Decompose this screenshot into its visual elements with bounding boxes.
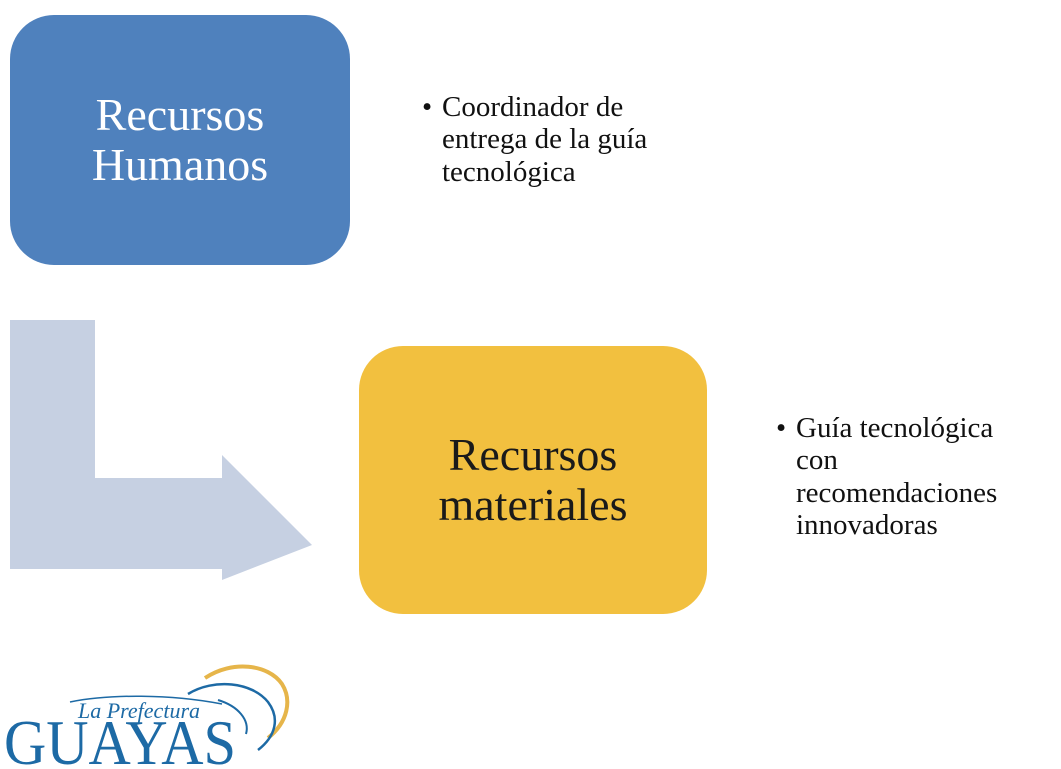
bullet-line: Guía tecnológica — [796, 412, 994, 444]
material-resources-title-line: Recursos — [448, 429, 618, 481]
human-resources-box: Recursos Humanos — [10, 15, 350, 265]
bullet-line: Coordinador de — [442, 91, 624, 123]
logo-large-text: GUAYAS — [4, 707, 236, 769]
human-resources-title-line: Humanos — [91, 139, 269, 190]
logo-small-text: La Prefectura — [77, 698, 200, 723]
logo-horse-head — [217, 699, 248, 735]
bullet-line: entrega de la guía — [442, 123, 648, 156]
material-resources-bullets: Guía tecnológica con recomendaciones inn… — [776, 412, 1060, 542]
bullet-line: recomendaciones — [796, 476, 998, 509]
material-resources-box: Recursos materiales — [359, 346, 707, 614]
logo-horse-outline — [187, 682, 277, 751]
prefectura-guayas-logo: La Prefectura GUAYAS — [4, 664, 290, 769]
human-resources-bullets: Coordinador de entrega de la guía tecnol… — [422, 91, 722, 188]
bullet-line: con — [796, 444, 838, 477]
human-resources-title-line: Recursos — [95, 89, 265, 141]
connector-arrow-shape — [10, 320, 312, 580]
bullet-item: Guía tecnológica con recomendaciones inn… — [776, 412, 1060, 542]
bullet-line: tecnológica — [442, 155, 576, 188]
logo-horse-mane — [203, 664, 290, 740]
material-resources-title-line: materiales — [438, 479, 628, 530]
bullet-line: innovadoras — [796, 509, 938, 542]
bullet-item: Coordinador de entrega de la guía tecnol… — [422, 91, 722, 188]
logo-swoosh — [69, 695, 223, 705]
